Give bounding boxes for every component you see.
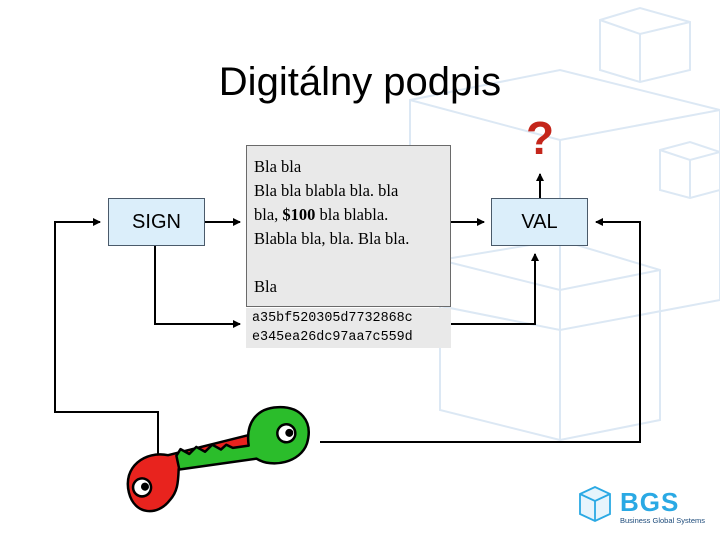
document-line: bla, $100 bla blabla. [254,203,450,227]
key-to-sign-line [54,218,159,455]
sign-box: SIGN [108,198,205,246]
document-amount: $100 [282,205,316,224]
bgs-logo: BGS Business Global Systems [576,484,712,528]
document-blank-line [254,251,450,275]
document-line: Bla bla [254,157,302,176]
hash-box: a35bf520305d7732868c e345ea26dc97aa7c559… [246,308,451,348]
document-text: bla, [254,205,283,224]
document-box: Bla bla Bla bla blabla bla. bla bla, $10… [246,145,451,307]
hash-line: a35bf520305d7732868c [252,311,413,326]
sign-to-hash-arrow [154,246,241,328]
document-line: Blabla bla, bla. Bla bla. [254,229,410,248]
logo-tagline: Business Global Systems [620,516,706,525]
hash-to-val-arrow [451,253,539,325]
val-box: VAL [491,198,588,246]
logo-text: BGS [620,487,680,517]
document-line: Bla [254,277,277,296]
document-line: Bla bla blabla bla. bla [254,181,399,200]
key-to-val-line [320,218,641,443]
hash-line: e345ea26dc97aa7c559d [252,330,413,345]
public-key-icon [175,405,310,471]
sign-label: SIGN [132,210,181,233]
val-label: VAL [521,210,558,233]
cube-logo-icon [579,486,611,522]
question-mark-icon: ? [526,112,555,164]
slide-title: Digitálny podpis [218,60,502,104]
document-text: bla blabla. [315,205,389,224]
